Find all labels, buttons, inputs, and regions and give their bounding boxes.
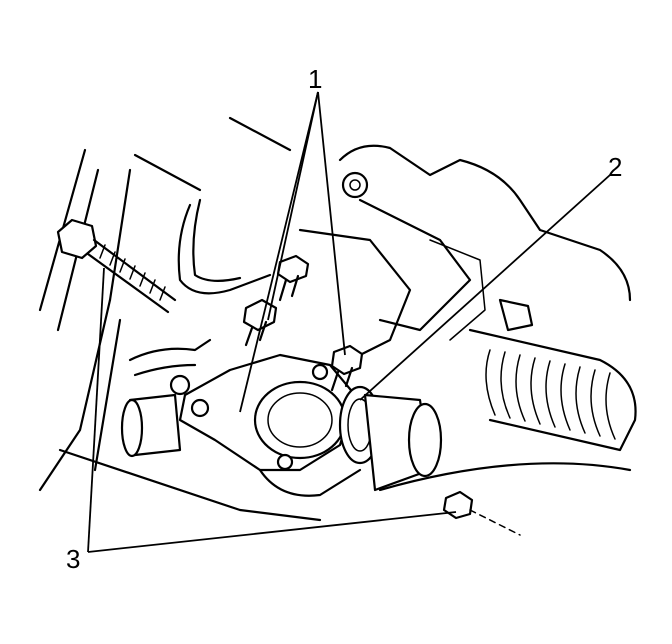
bolt-b [242,298,278,347]
long-bolt [56,218,177,314]
corrugated-boot [468,298,637,452]
callout-2-label: 2 [608,152,622,182]
frame-lines [38,116,632,522]
bolt-c [330,344,364,392]
callout-3-label: 3 [66,544,80,574]
lower-pipe [120,374,443,492]
small-bolts [242,254,521,536]
exhaust-flange [178,353,362,497]
engine-block [298,144,632,362]
bolt-d [442,490,521,536]
leader-lines [87,91,611,553]
callout-1-label: 1 [308,64,322,94]
bolt-a [276,254,310,302]
wiring-harness [128,198,272,377]
